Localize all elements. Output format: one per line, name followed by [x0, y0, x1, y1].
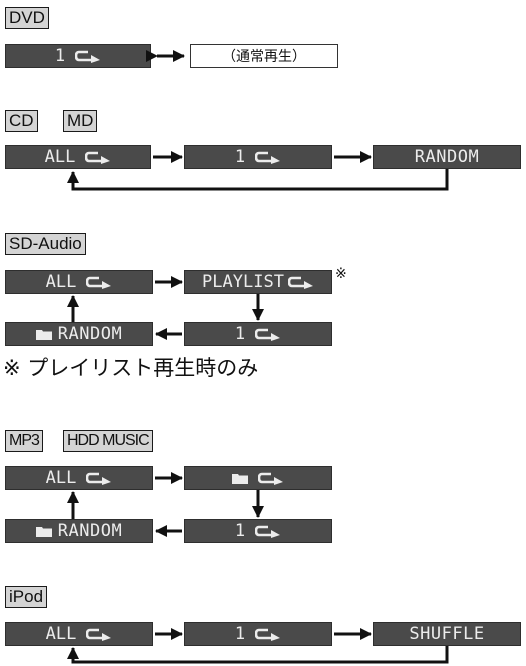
return-arrow — [67, 169, 449, 191]
dvd-single-label: 1 — [54, 46, 66, 66]
dvd-normal-play-box: （通常再生） — [190, 44, 338, 68]
ipod-all-repeat-box: ALL — [5, 622, 153, 646]
playlist-footnote: ※ プレイリスト再生時のみ — [3, 356, 259, 380]
sd-single-label: 1 — [234, 324, 246, 344]
mp3-all-repeat-box: ALL — [5, 466, 153, 490]
ipod-shuffle-label: SHUFFLE — [409, 624, 485, 644]
dvd-single-repeat-box: 1 — [5, 44, 151, 68]
cd-single-repeat-box: 1 — [184, 145, 332, 169]
cd-all-label: ALL — [44, 147, 76, 167]
dvd-label: DVD — [5, 7, 49, 29]
mp3-folder-repeat-box — [184, 466, 332, 490]
cd-single-label: 1 — [234, 147, 246, 167]
cd-all-repeat-box: ALL — [5, 145, 151, 169]
ipod-shuffle-box: SHUFFLE — [373, 622, 521, 646]
cd-random-label: RANDOM — [414, 147, 480, 167]
sd-audio-label: SD-Audio — [5, 233, 86, 255]
mp3-single-label: 1 — [234, 521, 246, 541]
sd-playlist-repeat-box: PLAYLIST — [184, 270, 332, 294]
cd-random-box: RANDOM — [373, 145, 521, 169]
mp3-single-repeat-box: 1 — [184, 519, 332, 543]
playlist-footnote-mark: ※ — [335, 266, 347, 282]
ipod-all-label: ALL — [45, 624, 77, 644]
hdd-music-label: HDD MUSIC — [63, 430, 153, 452]
sd-playlist-label: PLAYLIST — [202, 272, 284, 292]
md-label: MD — [63, 110, 98, 132]
dvd-normal-play-label: （通常再生） — [222, 49, 306, 65]
sd-single-repeat-box: 1 — [184, 322, 332, 346]
return-arrow — [67, 646, 449, 664]
sd-folder-random-box: RANDOM — [5, 322, 153, 346]
sd-all-repeat-box: ALL — [5, 270, 153, 294]
ipod-label: iPod — [5, 586, 48, 608]
mp3-all-label: ALL — [45, 468, 77, 488]
mp3-label: MP3 — [5, 430, 43, 452]
sd-random-label: RANDOM — [57, 324, 123, 344]
mp3-random-label: RANDOM — [57, 521, 123, 541]
cd-label: CD — [5, 110, 38, 132]
sd-all-label: ALL — [45, 272, 77, 292]
ipod-single-label: 1 — [234, 624, 246, 644]
ipod-single-repeat-box: 1 — [184, 622, 332, 646]
mp3-folder-random-box: RANDOM — [5, 519, 153, 543]
